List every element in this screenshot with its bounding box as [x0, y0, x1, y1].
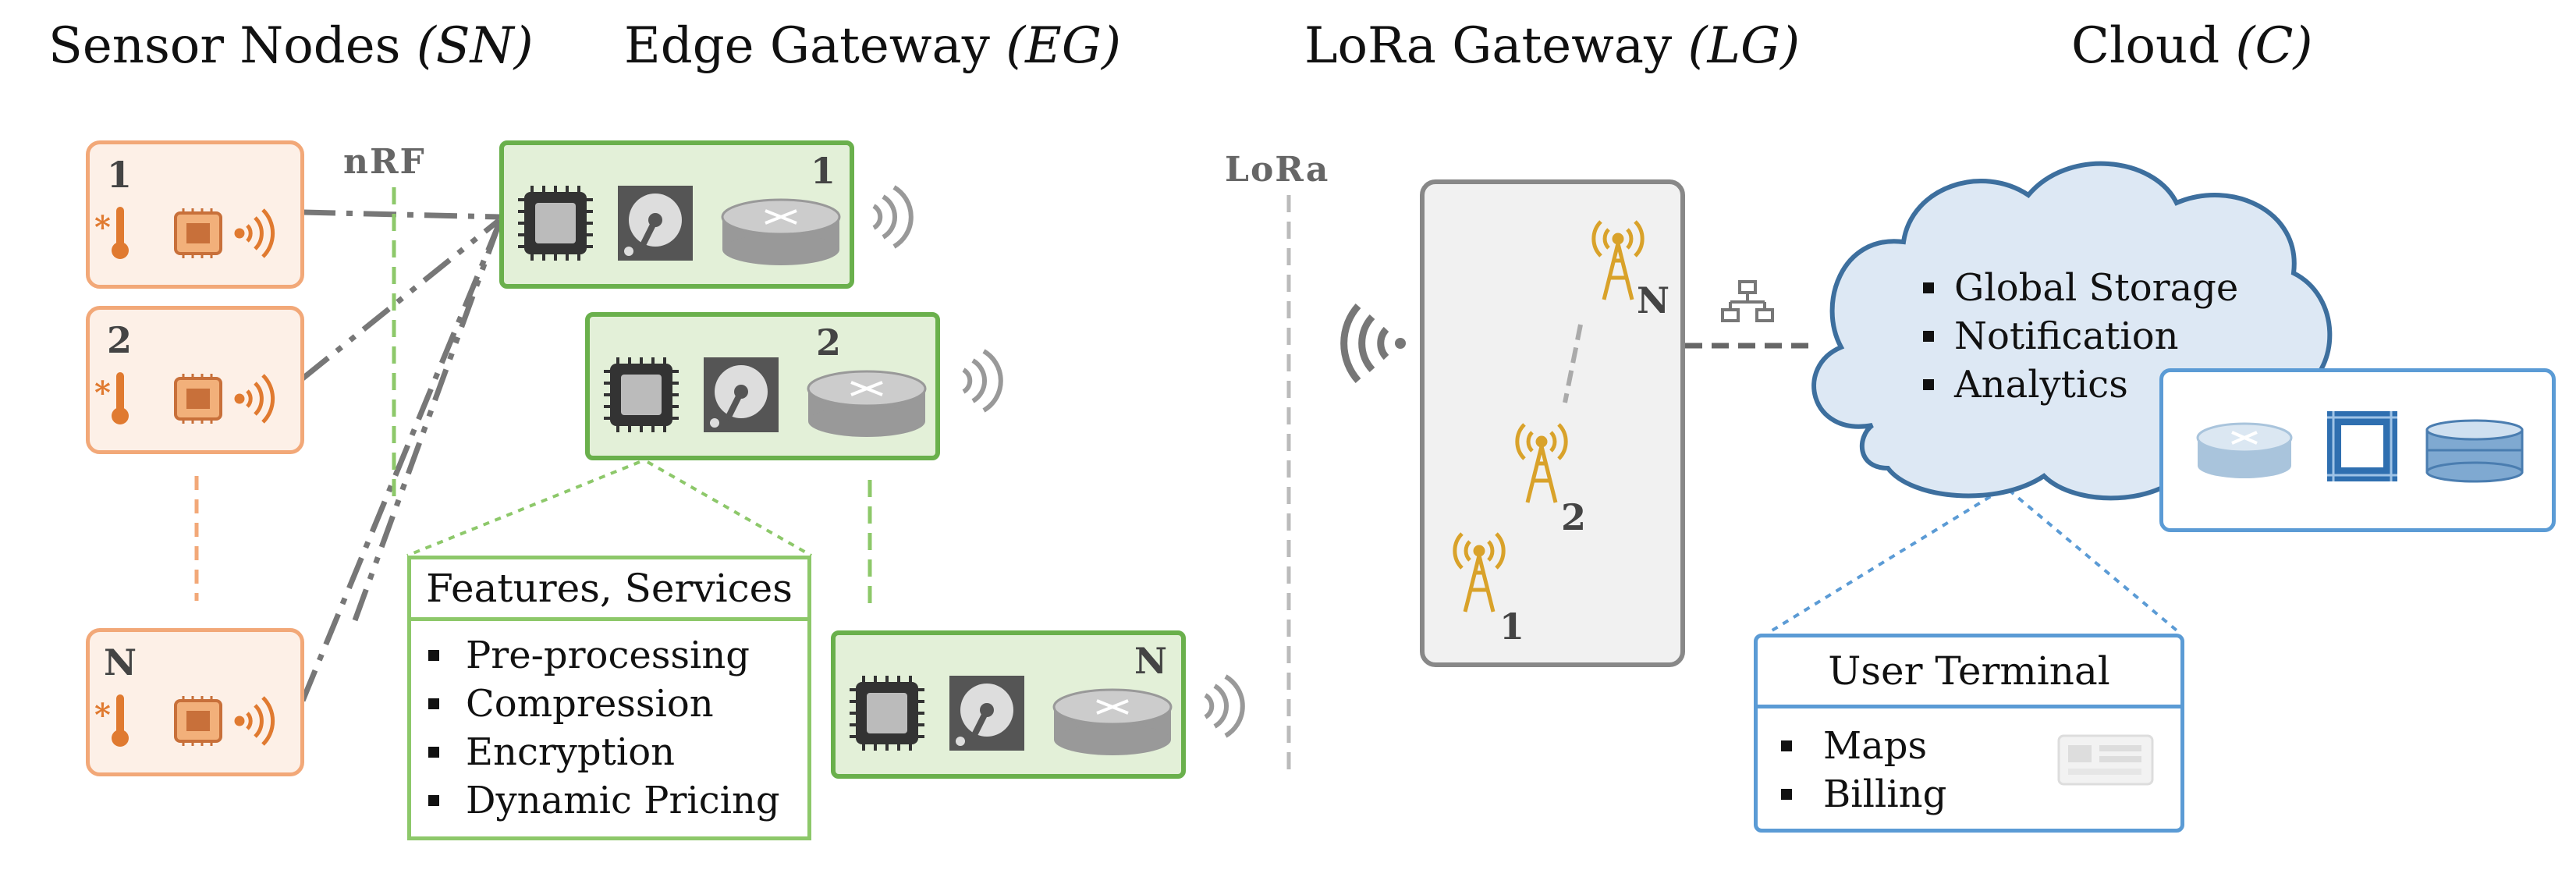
- header-lora-gateway: LoRa Gateway (LG): [1304, 17, 1801, 75]
- network-icon: [1721, 280, 1774, 322]
- sensor-node-label: 2: [107, 319, 133, 361]
- terminal-list: Maps Billing: [1781, 722, 1946, 819]
- user-terminal-title: User Terminal: [1758, 637, 2180, 708]
- list-item: Dynamic Pricing: [428, 776, 780, 825]
- list-item: Notification: [1923, 312, 2238, 360]
- features-list: Pre-processing Compression Encryption Dy…: [428, 631, 780, 825]
- svg-text:*: *: [94, 375, 111, 411]
- hard-disk-icon: [704, 357, 779, 432]
- antenna-tower-icon: [1515, 423, 1568, 503]
- wireless-signal-icon: [234, 374, 275, 424]
- edge-gateway-label: 1: [810, 150, 836, 192]
- processor-icon: [518, 186, 593, 261]
- chip-icon: [174, 374, 222, 424]
- sensor-node-1: 1 *: [86, 140, 304, 289]
- tower-label: N: [1637, 279, 1670, 321]
- callout-left: [406, 460, 640, 557]
- sensor-node-n: N *: [86, 628, 304, 776]
- edge-gateway-label: 2: [816, 321, 842, 364]
- thermometer-icon: *: [94, 207, 129, 259]
- database-icon: [2425, 419, 2524, 483]
- list-item: Global Storage: [1923, 264, 2238, 312]
- chip-icon: [174, 696, 222, 746]
- edge-gateway-2: 2: [585, 312, 940, 460]
- sensor-node-label: N: [104, 641, 137, 684]
- features-panel-title: Features, Services: [411, 559, 807, 621]
- hard-disk-icon: [618, 186, 693, 261]
- cloud-services-list: Global Storage Notification Analytics: [1923, 264, 2238, 409]
- header-cloud: Cloud (C): [2071, 17, 2313, 75]
- cloud-hardware-icons: [2196, 411, 2524, 483]
- lora-gateway: N 2 1: [1420, 179, 1685, 667]
- cloud-hardware-box: [2159, 368, 2556, 532]
- svg-text:*: *: [94, 697, 111, 733]
- router-icon: [721, 198, 841, 265]
- chip-icon: [174, 208, 222, 258]
- hard-disk-icon: [949, 676, 1024, 751]
- list-item: Encryption: [428, 728, 780, 776]
- sensor-node-label: 1: [107, 154, 133, 196]
- eg2-wireless-signal-icon: [963, 351, 1001, 410]
- processor-icon: [604, 357, 679, 432]
- terminal-callout-left: [1765, 488, 2003, 635]
- edge-icons: [518, 186, 841, 265]
- antenna-tower-icon: [1453, 532, 1506, 613]
- sensor-icons: *: [94, 694, 275, 747]
- terminal-callout-right: [2007, 488, 2182, 635]
- tower-label: 2: [1561, 496, 1587, 538]
- wireless-signal-icon: [234, 696, 275, 746]
- tower-label: 1: [1499, 605, 1525, 648]
- edge-icons: [850, 676, 1173, 755]
- lora-label: LoRa: [1225, 150, 1330, 190]
- link-sn2-eg1: [300, 218, 502, 381]
- egN-wireless-signal-icon: [1205, 676, 1243, 736]
- thermometer-icon: *: [94, 372, 129, 424]
- router-icon: [1052, 688, 1173, 755]
- features-services-panel: Features, Services Pre-processing Compre…: [407, 556, 811, 840]
- list-item: Compression: [428, 680, 780, 728]
- svg-text:*: *: [94, 209, 111, 246]
- processor-icon: [850, 676, 924, 751]
- nrf-label: nRF: [343, 142, 426, 182]
- thermometer-icon: *: [94, 694, 129, 747]
- terminal-screen-icon: [2057, 734, 2154, 786]
- header-edge-gateway: Edge Gateway (EG): [624, 17, 1121, 75]
- sensor-node-2: 2 *: [86, 306, 304, 454]
- router-icon: [807, 370, 927, 437]
- sensor-icons: *: [94, 207, 275, 259]
- edge-icons: [604, 357, 927, 437]
- list-item: Analytics: [1923, 360, 2238, 409]
- list-item: Billing: [1781, 770, 1946, 819]
- processor-icon: [2327, 411, 2397, 481]
- edge-gateway-1: 1: [499, 140, 854, 289]
- router-icon: [2196, 422, 2293, 478]
- list-item: Pre-processing: [428, 631, 780, 680]
- edge-gateway-label: N: [1134, 640, 1167, 682]
- edge-gateway-n: N: [831, 630, 1186, 779]
- callout-right: [647, 460, 812, 557]
- link-snN-eg1: [300, 222, 502, 702]
- eg1-wireless-signal-icon: [874, 187, 911, 247]
- header-sensor-nodes: Sensor Nodes (SN): [48, 17, 534, 75]
- lg-wireless-signal-icon: [1340, 304, 1406, 383]
- list-item: Maps: [1781, 722, 1946, 770]
- lora-towers: [1453, 220, 1645, 613]
- wireless-signal-icon: [234, 208, 275, 258]
- sensor-icons: *: [94, 372, 275, 424]
- user-terminal-panel: User Terminal Maps Billing: [1754, 634, 2184, 833]
- link-sn1-eg1: [302, 209, 500, 220]
- antenna-tower-icon: [1591, 220, 1645, 300]
